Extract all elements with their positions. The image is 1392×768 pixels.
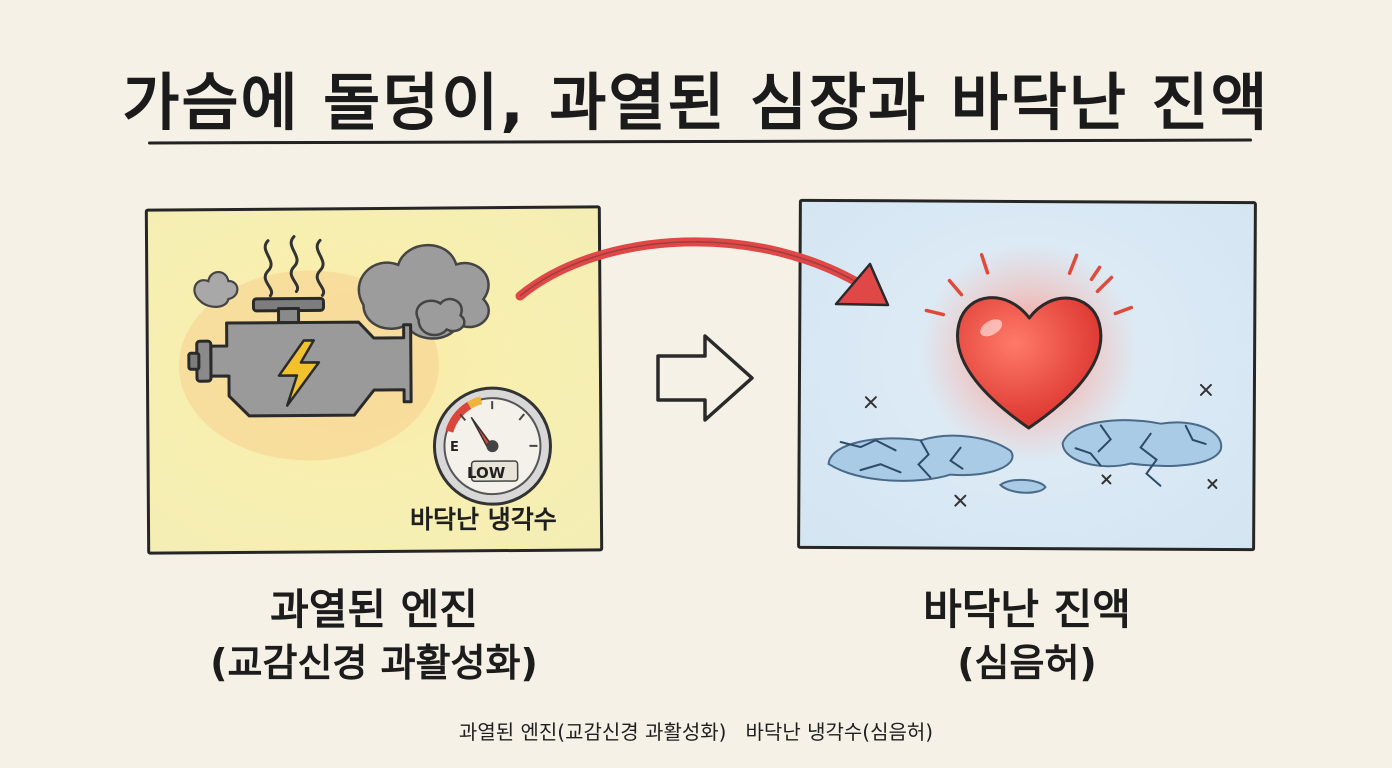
gauge-low-label: LOW — [467, 464, 506, 482]
engine-subcaption: (교감신경 과활성화) — [210, 641, 538, 685]
gauge-empty-mark: E — [450, 440, 459, 455]
smoke-wisp-icon — [193, 270, 239, 308]
footer-caption: 과열된 엔진(교감신경 과활성화) 바닥난 냉각수(심음허) — [458, 720, 934, 744]
heart-panel — [797, 198, 1257, 552]
hollow-arrow-icon — [656, 334, 754, 422]
engine-illustration — [178, 235, 552, 506]
puddle-cracks — [839, 424, 1207, 487]
heart-caption: 바닥난 진액 — [923, 585, 1131, 634]
lightning-bolt-icon — [277, 339, 321, 407]
engine-panel — [144, 205, 604, 555]
heart-subcaption: (심음허) — [957, 641, 1097, 685]
gauge-icon — [432, 386, 552, 506]
sparkle-icon — [864, 383, 1218, 507]
smoke-cloud-icon — [357, 243, 490, 340]
glow-rays-icon — [924, 253, 1134, 317]
engine-caption: 과열된 엔진 — [270, 585, 478, 634]
cracked-puddle-icon — [827, 419, 1223, 494]
page-title: 가슴에 돌덩이, 과열된 심장과 바닥난 진액 — [122, 66, 1270, 139]
heart-illustration — [827, 243, 1223, 507]
coolant-label: 바닥난 냉각수 — [410, 505, 557, 534]
steam-icon — [263, 235, 326, 298]
